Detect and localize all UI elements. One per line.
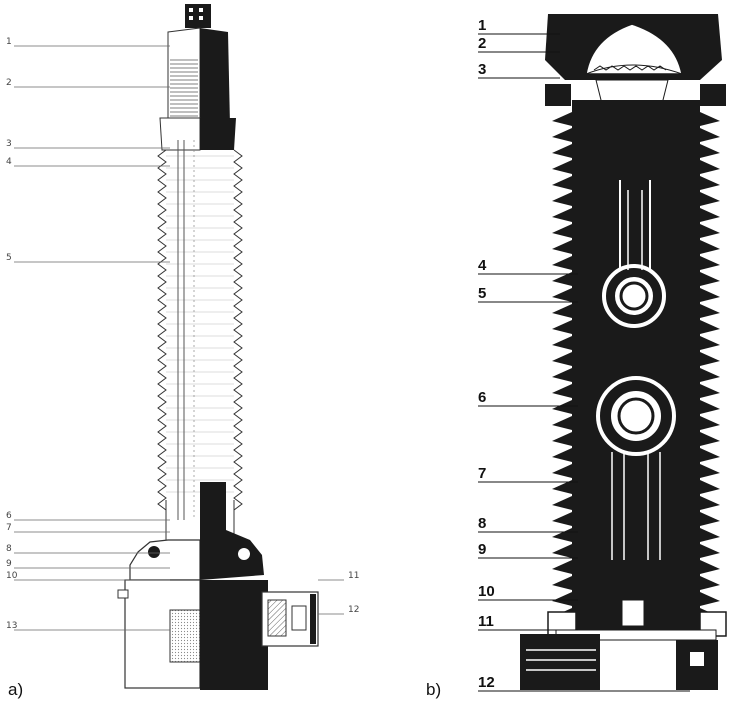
callout-label-a: 3	[6, 139, 12, 149]
head-cap-section-a	[200, 28, 230, 125]
callout-label-b: 6	[478, 389, 486, 406]
callout-label-b: 2	[478, 35, 486, 52]
callout-label-a: 6	[6, 511, 12, 521]
bushing-b-drawing	[520, 14, 727, 690]
callout-label-a: 2	[6, 78, 12, 88]
callout-label-a: 7	[6, 523, 12, 533]
callout-label-b: 8	[478, 515, 486, 532]
lower-connector-b	[596, 376, 676, 456]
callout-label-b: 3	[478, 61, 486, 78]
callout-label-b: 7	[478, 465, 486, 482]
porcelain-sheds-b	[552, 112, 720, 622]
callout-label-a: 1	[6, 37, 12, 47]
base-terminal-b	[520, 634, 600, 690]
callout-label-a: 5	[6, 253, 12, 263]
panel-b-label: b)	[426, 680, 442, 699]
bushing-a-drawing	[117, 4, 319, 690]
callout-label-a: 4	[6, 157, 12, 167]
callout-label-a: 12	[348, 605, 359, 615]
conductor-section-a	[200, 482, 264, 580]
callout-label-b: 5	[478, 285, 486, 302]
callout-label-b: 10	[478, 583, 495, 600]
callout-label-a: 9	[6, 559, 12, 569]
top-terminal-a	[185, 4, 211, 28]
upper-connector-b	[602, 264, 666, 328]
callout-label-a: 13	[6, 621, 17, 631]
callout-label-b: 9	[478, 541, 486, 558]
callout-label-a: 11	[348, 571, 359, 581]
callout-label-b: 12	[478, 674, 495, 691]
mounting-flange-a	[129, 539, 201, 581]
callout-label-b: 1	[478, 17, 486, 34]
callout-label-a: 10	[6, 571, 18, 581]
head-cap-a	[167, 27, 201, 126]
panel-a-label: a)	[8, 680, 24, 699]
callout-label-b: 11	[478, 613, 494, 630]
callout-label-a: 8	[6, 544, 12, 554]
porcelain-sheds-a	[157, 149, 243, 540]
callout-label-b: 4	[478, 257, 487, 274]
insulator-body-b	[572, 100, 700, 630]
